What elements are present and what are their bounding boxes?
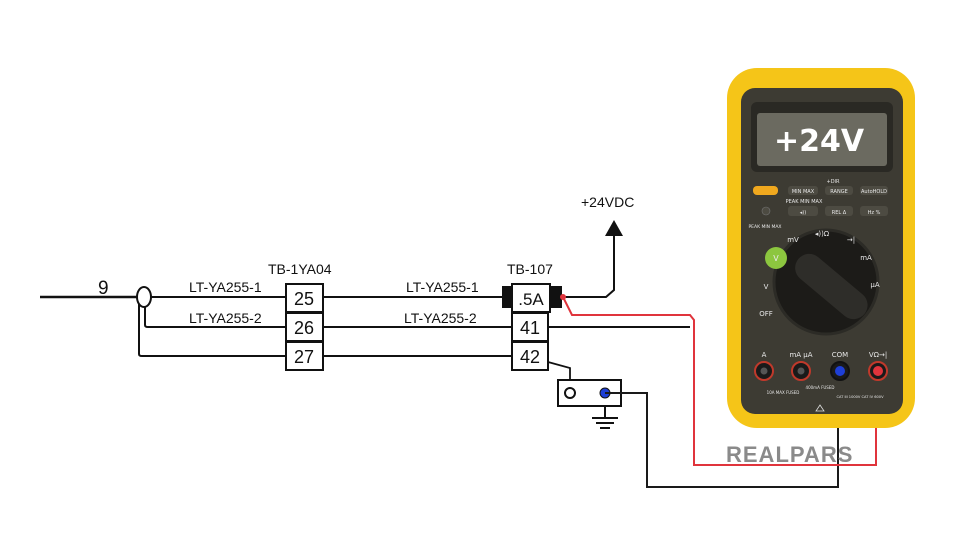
multimeter: +24V +DIR MIN MAX RANGE AutoHOLD PEAK MI…	[727, 68, 915, 428]
wire-1-label-right: LT-YA255-1	[406, 279, 479, 295]
terminal-41	[511, 312, 549, 342]
fuse-cap-right	[550, 286, 562, 308]
yellow-button[interactable]	[753, 186, 778, 195]
jack-ma-label: mA μA	[789, 351, 812, 359]
terminal-41-label: 41	[520, 318, 540, 338]
wire-1-label-left: LT-YA255-1	[189, 279, 262, 295]
ground-terminal	[557, 379, 622, 429]
wire-3-left	[138, 304, 285, 357]
ground-symbol-icon	[592, 417, 618, 429]
rel-label: REL Δ	[832, 210, 847, 216]
hz-button[interactable]	[860, 206, 888, 216]
dial-v-indicator: V	[773, 254, 779, 263]
red-test-lead	[562, 296, 877, 466]
black-test-lead	[605, 374, 839, 488]
speaker-button[interactable]	[788, 206, 818, 216]
tb2-name: TB-107	[507, 261, 553, 277]
terminal-42-label: 42	[520, 347, 540, 367]
v-probe-plug	[873, 366, 883, 376]
auto-hold-label: AutoHOLD	[861, 189, 887, 195]
fuse-label: .5A	[518, 290, 544, 309]
tb1-name: TB-1YA04	[268, 261, 332, 277]
cable-number: 9	[98, 278, 109, 299]
jack-com-label: COM	[832, 351, 848, 359]
wire-42-ground	[547, 361, 571, 380]
supply-label: +24VDC	[581, 194, 634, 210]
rel-button[interactable]	[825, 206, 853, 216]
supply-arrow-icon	[605, 220, 623, 236]
min-max-label: MIN MAX	[792, 189, 815, 195]
cable-wires	[40, 232, 690, 380]
range-button[interactable]	[825, 186, 853, 195]
a-fuse-text: 10A MAX FUSED	[767, 390, 800, 395]
dial-diode-label: →|	[847, 236, 855, 244]
realpars-watermark: REALPARS	[726, 442, 853, 467]
dial-ohm-label: ◂))Ω	[815, 230, 830, 238]
com-probe-plug	[835, 366, 845, 376]
terminal-26-label: 26	[294, 318, 314, 338]
jack-v-label: VΩ→|	[869, 351, 887, 359]
lcd-screen	[757, 113, 887, 166]
ma-fuse-text: 400mA FUSED	[806, 385, 835, 390]
range-label: RANGE	[830, 189, 847, 195]
terminal-25	[285, 283, 324, 313]
dial-vdc-label: V	[764, 283, 769, 291]
ground-screw-icon	[564, 387, 576, 399]
dial-ma-label: mA	[860, 254, 872, 262]
dial-peak-label: PEAK MIN MAX	[748, 224, 781, 230]
hz-label: Hz %	[868, 210, 881, 216]
dial-off-label: OFF	[759, 310, 773, 318]
wire-2-label-right: LT-YA255-2	[404, 310, 477, 326]
cat-text: CAT III 1000V CAT IV 600V	[836, 395, 884, 399]
dial-indicator-green-icon	[765, 247, 787, 269]
min-max-button[interactable]	[788, 186, 818, 195]
dir-label: +DIR	[827, 179, 841, 185]
supply-wire	[563, 232, 615, 298]
cable-sheath-icon	[136, 286, 152, 308]
red-probe-point	[560, 294, 566, 300]
terminal-27	[285, 341, 324, 371]
dial-knob	[795, 253, 868, 320]
jack-a-label: A	[762, 351, 767, 359]
dial-mv-label: mV	[787, 236, 799, 244]
terminal-25-label: 25	[294, 289, 314, 309]
terminal-block-2: .5A 41 42	[502, 283, 562, 371]
warning-icon	[815, 404, 825, 412]
terminal-27-label: 27	[294, 347, 314, 367]
wire-2-left	[144, 304, 285, 328]
terminal-block-1: 25 26 27	[285, 283, 324, 371]
auto-hold-button[interactable]	[860, 186, 888, 195]
dial-ua-label: μA	[870, 281, 879, 289]
backlight-button[interactable]	[761, 206, 771, 216]
terminal-42	[511, 341, 549, 371]
fuse-cap-left	[502, 286, 512, 308]
wire-2-label-left: LT-YA255-2	[189, 310, 262, 326]
lcd-reading: +24V	[774, 124, 865, 159]
peak-label: PEAK MIN MAX	[786, 199, 823, 205]
speaker-label: ◂))	[800, 210, 806, 216]
